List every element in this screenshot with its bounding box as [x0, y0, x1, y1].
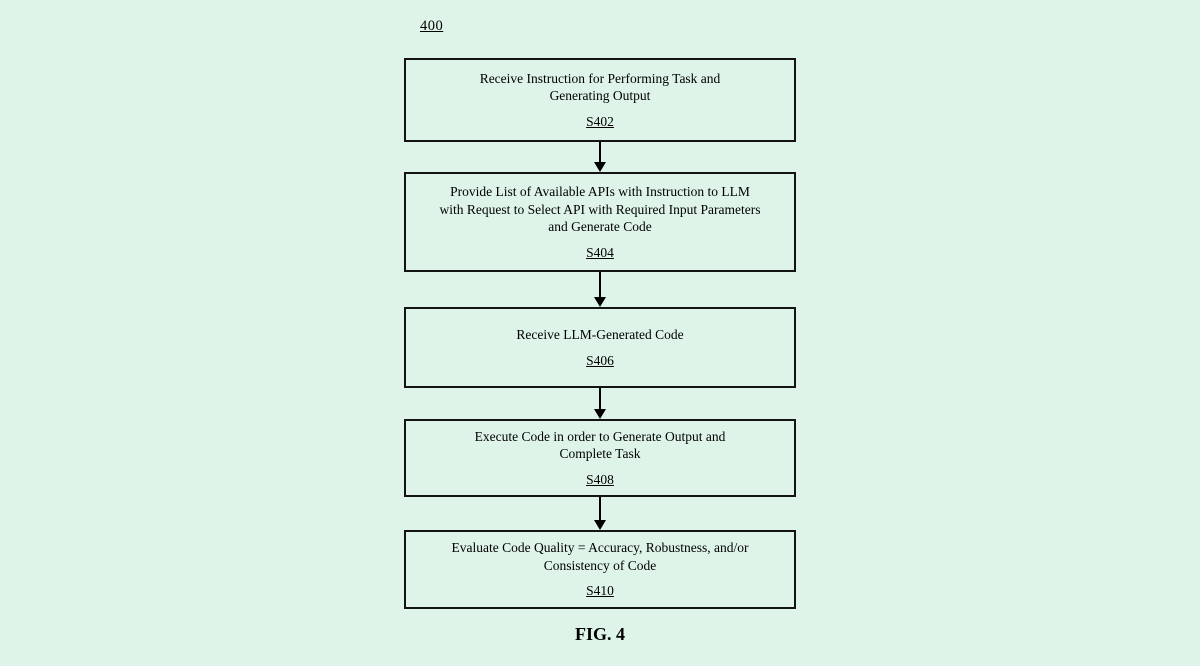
step-text-line: Evaluate Code Quality = Accuracy, Robust…	[451, 540, 749, 556]
step-text-line: Receive LLM-Generated Code	[516, 327, 684, 342]
flow-step-s406: Receive LLM-Generated Code S406	[404, 307, 796, 388]
step-id-label: S410	[586, 583, 614, 599]
step-text-line: Provide List of Available APIs with Inst…	[450, 184, 750, 199]
down-arrow	[593, 142, 607, 172]
down-arrow	[593, 272, 607, 307]
down-arrow	[593, 388, 607, 419]
arrow-shaft	[599, 497, 601, 520]
flow-step-s410: Evaluate Code Quality = Accuracy, Robust…	[404, 530, 796, 609]
step-text-line: Consistency of Code	[543, 557, 657, 573]
figure-ref-label: 400	[420, 18, 444, 34]
figure-caption: FIG. 4	[574, 624, 625, 644]
down-arrow	[593, 497, 607, 530]
flow-step-s408: Execute Code in order to Generate Output…	[404, 419, 796, 497]
arrow-head-icon	[594, 520, 606, 530]
step-text-line: Generating Output	[549, 88, 651, 104]
step-text-line: Receive Instruction for Performing Task …	[479, 70, 721, 86]
step-id-label: S408	[586, 471, 614, 487]
arrow-shaft	[599, 272, 601, 297]
arrow-shaft	[599, 142, 601, 162]
arrow-head-icon	[594, 409, 606, 419]
flowchart: Receive Instruction for Performing Task …	[404, 58, 796, 609]
arrow-head-icon	[594, 162, 606, 172]
step-text-line: and Generate Code	[548, 219, 652, 234]
step-text-line: Execute Code in order to Generate Output…	[474, 428, 726, 444]
step-id-label: S404	[586, 244, 614, 260]
step-id-label: S402	[586, 113, 614, 129]
arrow-shaft	[599, 388, 601, 409]
step-text-line: with Request to Select API with Required…	[439, 201, 761, 217]
step-text-line: Complete Task	[559, 446, 641, 462]
step-id-label: S406	[586, 352, 614, 368]
flow-step-s402: Receive Instruction for Performing Task …	[404, 58, 796, 142]
flow-step-s404: Provide List of Available APIs with Inst…	[404, 172, 796, 272]
arrow-head-icon	[594, 297, 606, 307]
